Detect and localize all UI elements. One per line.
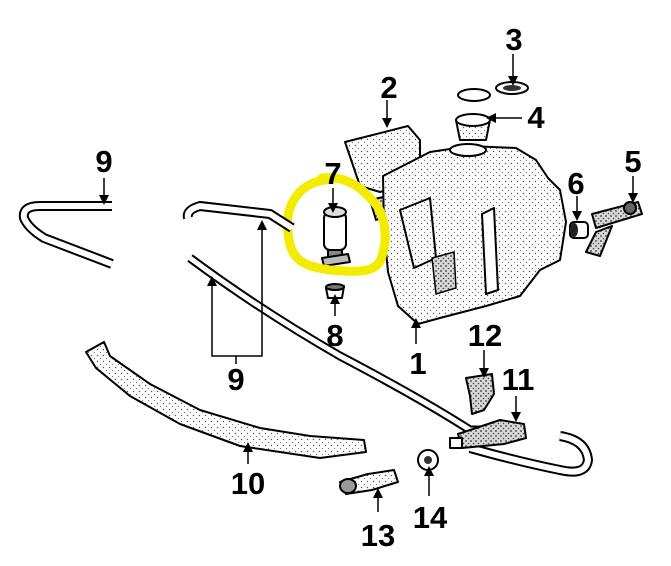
reservoir-neck bbox=[449, 143, 487, 157]
callout-13: 13 bbox=[361, 518, 395, 553]
level-sensor-end bbox=[623, 201, 637, 215]
hose-right-inner bbox=[469, 433, 592, 475]
callout-11: 11 bbox=[502, 362, 535, 397]
pump-grommet-top bbox=[325, 283, 345, 291]
reservoir-slot bbox=[481, 207, 499, 295]
callout-10: 10 bbox=[231, 466, 265, 501]
cap-seal bbox=[457, 88, 491, 102]
callout-5: 5 bbox=[624, 144, 641, 179]
leader-lines bbox=[99, 54, 638, 512]
callout-9-upper: 9 bbox=[95, 144, 112, 179]
seal-strip bbox=[85, 341, 367, 459]
highlight-circle bbox=[282, 173, 390, 276]
filler-neck-top bbox=[455, 113, 491, 127]
washer-reservoir bbox=[382, 145, 567, 325]
hose-long-inner bbox=[188, 255, 520, 433]
nut-hole bbox=[424, 456, 432, 464]
callout-12: 12 bbox=[468, 318, 502, 353]
callout-4: 4 bbox=[527, 100, 545, 135]
callout-7: 7 bbox=[324, 156, 341, 191]
hose-short-inner bbox=[184, 202, 294, 231]
level-sensor-float bbox=[585, 225, 613, 257]
grommet-face bbox=[570, 223, 578, 237]
cap-top-inner bbox=[503, 85, 521, 91]
reservoir-window bbox=[431, 251, 457, 295]
washer-pump-flange bbox=[321, 253, 351, 267]
callout-14: 14 bbox=[413, 500, 448, 535]
nozzle-tip bbox=[449, 437, 463, 449]
callout-6: 6 bbox=[567, 166, 584, 201]
callout-8: 8 bbox=[326, 318, 343, 353]
hose-upper-left-inner bbox=[20, 203, 114, 267]
jet-end bbox=[339, 478, 357, 494]
clip bbox=[465, 373, 495, 415]
callout-3: 3 bbox=[505, 22, 522, 57]
callout-2: 2 bbox=[380, 70, 397, 105]
callouts: 1 2 3 4 5 6 7 8 9 9 10 11 12 13 14 bbox=[95, 22, 641, 553]
callout-1: 1 bbox=[409, 346, 426, 381]
callout-9-lower: 9 bbox=[227, 362, 244, 397]
